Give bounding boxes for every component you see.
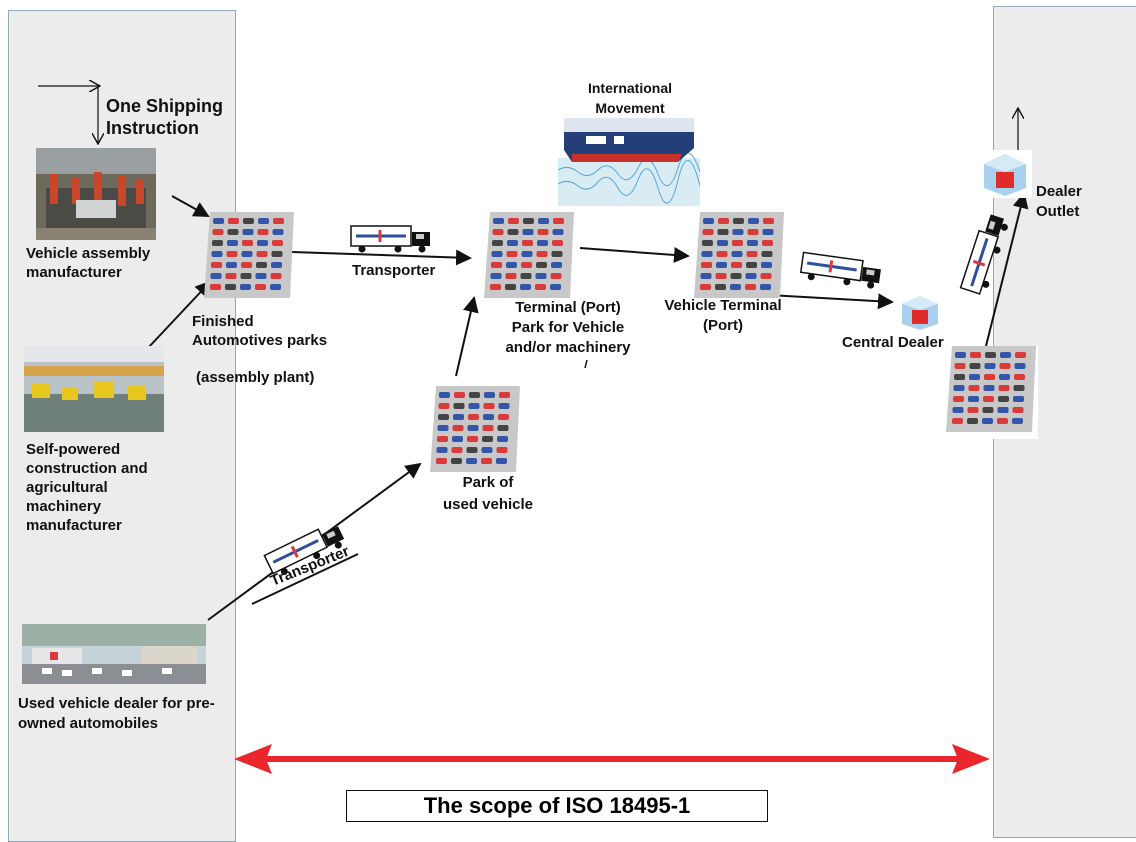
parking-lot-icon — [694, 212, 786, 305]
truck-icon — [350, 224, 434, 259]
central-dealer-label: Central Dealer — [842, 334, 944, 351]
assembly-plant-label: (assembly plant) — [196, 369, 315, 386]
factory-photo — [36, 148, 156, 240]
truck-icon — [263, 517, 354, 585]
scope-caption: The scope of ISO 18495-1 — [346, 790, 768, 822]
transporter-top-label: Transporter — [352, 262, 436, 279]
dealer-outlet-building-icon — [978, 150, 1032, 198]
truck-icon — [958, 208, 1017, 299]
shipping-instruction-label: One Shipping Instruction — [106, 96, 223, 138]
scope-double-arrow — [234, 744, 990, 774]
parking-lot-icon — [484, 212, 576, 305]
ship-icon — [558, 118, 700, 206]
parking-lot-icon — [946, 346, 1038, 439]
finished-parks-label: Finished Automotives parks — [192, 313, 328, 349]
dealer-building-icon — [902, 296, 938, 330]
machinery-factory-photo — [24, 346, 164, 432]
vehicle-terminal-label: Vehicle Terminal(Port) — [664, 297, 782, 334]
vehicle-assembly-label: Vehicle assembly manufacturer — [26, 245, 151, 281]
parking-lot-icon — [430, 386, 522, 479]
dealer-lot-photo — [22, 624, 206, 684]
used-dealer-label: Used vehicle dealer for pre-owned automo… — [18, 695, 215, 732]
parking-lot-icon — [204, 212, 296, 305]
truck-icon — [798, 250, 886, 296]
self-powered-label: Self-powered construction and agricultur… — [26, 441, 148, 534]
